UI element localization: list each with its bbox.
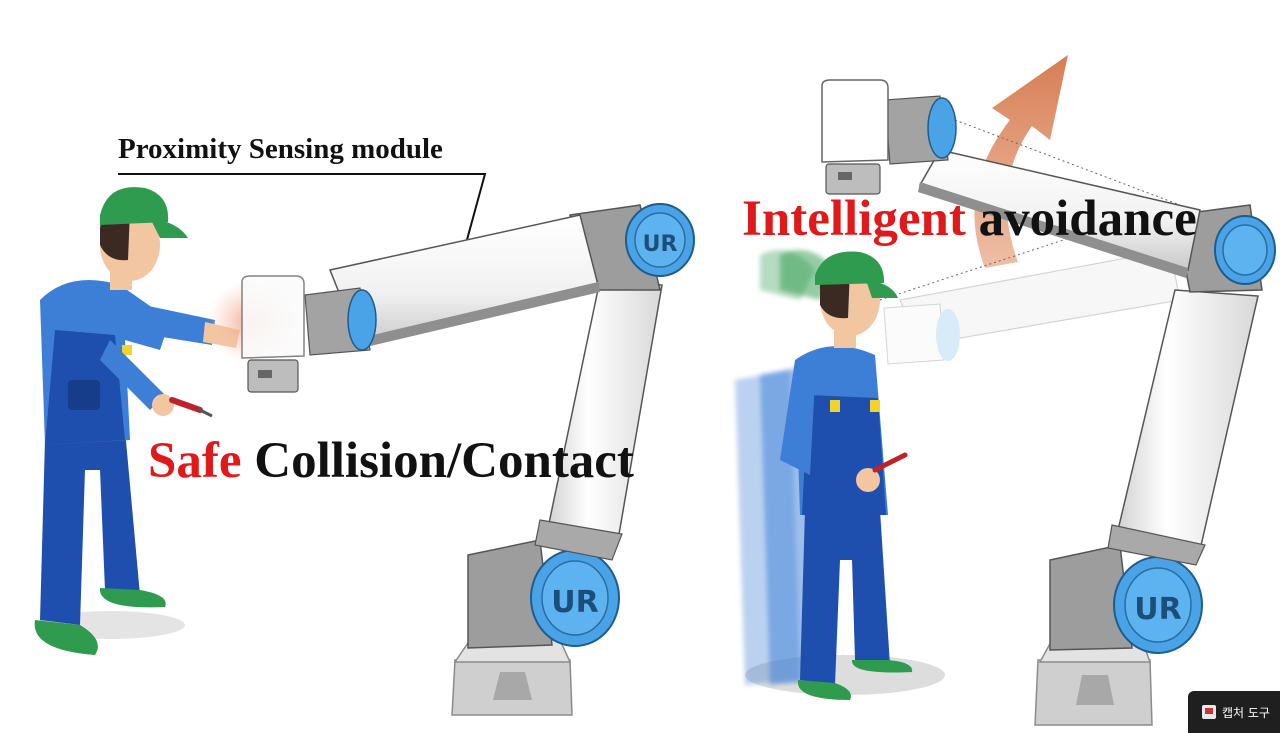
intelligent-avoidance-label: Intelligent avoidance [742, 190, 1197, 248]
robot-arm-right: UR [821, 79, 1276, 726]
robot-ghost [883, 249, 1181, 365]
collision-contact-word: Collision/Contact [254, 433, 634, 489]
proximity-sensing-module-label: Proximity Sensing module [118, 133, 443, 165]
intelligent-word: Intelligent [742, 191, 966, 247]
avoidance-word: avoidance [978, 191, 1197, 247]
safe-collision-label: Safe Collision/Contact [148, 432, 634, 490]
snipping-tool-taskbar-button[interactable]: 캡처 도구 [1188, 691, 1280, 733]
svg-text:UR: UR [643, 232, 678, 257]
snipping-tool-icon [1202, 705, 1216, 719]
worker-left [34, 187, 240, 655]
left-scene: UR UR [34, 173, 695, 716]
snipping-tool-label: 캡처 도구 [1222, 705, 1270, 720]
robot-arm-left: UR UR [241, 203, 695, 716]
label-leader-line [118, 173, 487, 259]
right-scene: UR [735, 55, 1276, 726]
svg-text:UR: UR [551, 585, 598, 620]
safe-word: Safe [148, 433, 242, 489]
worker-right [735, 250, 945, 700]
svg-text:UR: UR [1134, 592, 1181, 627]
